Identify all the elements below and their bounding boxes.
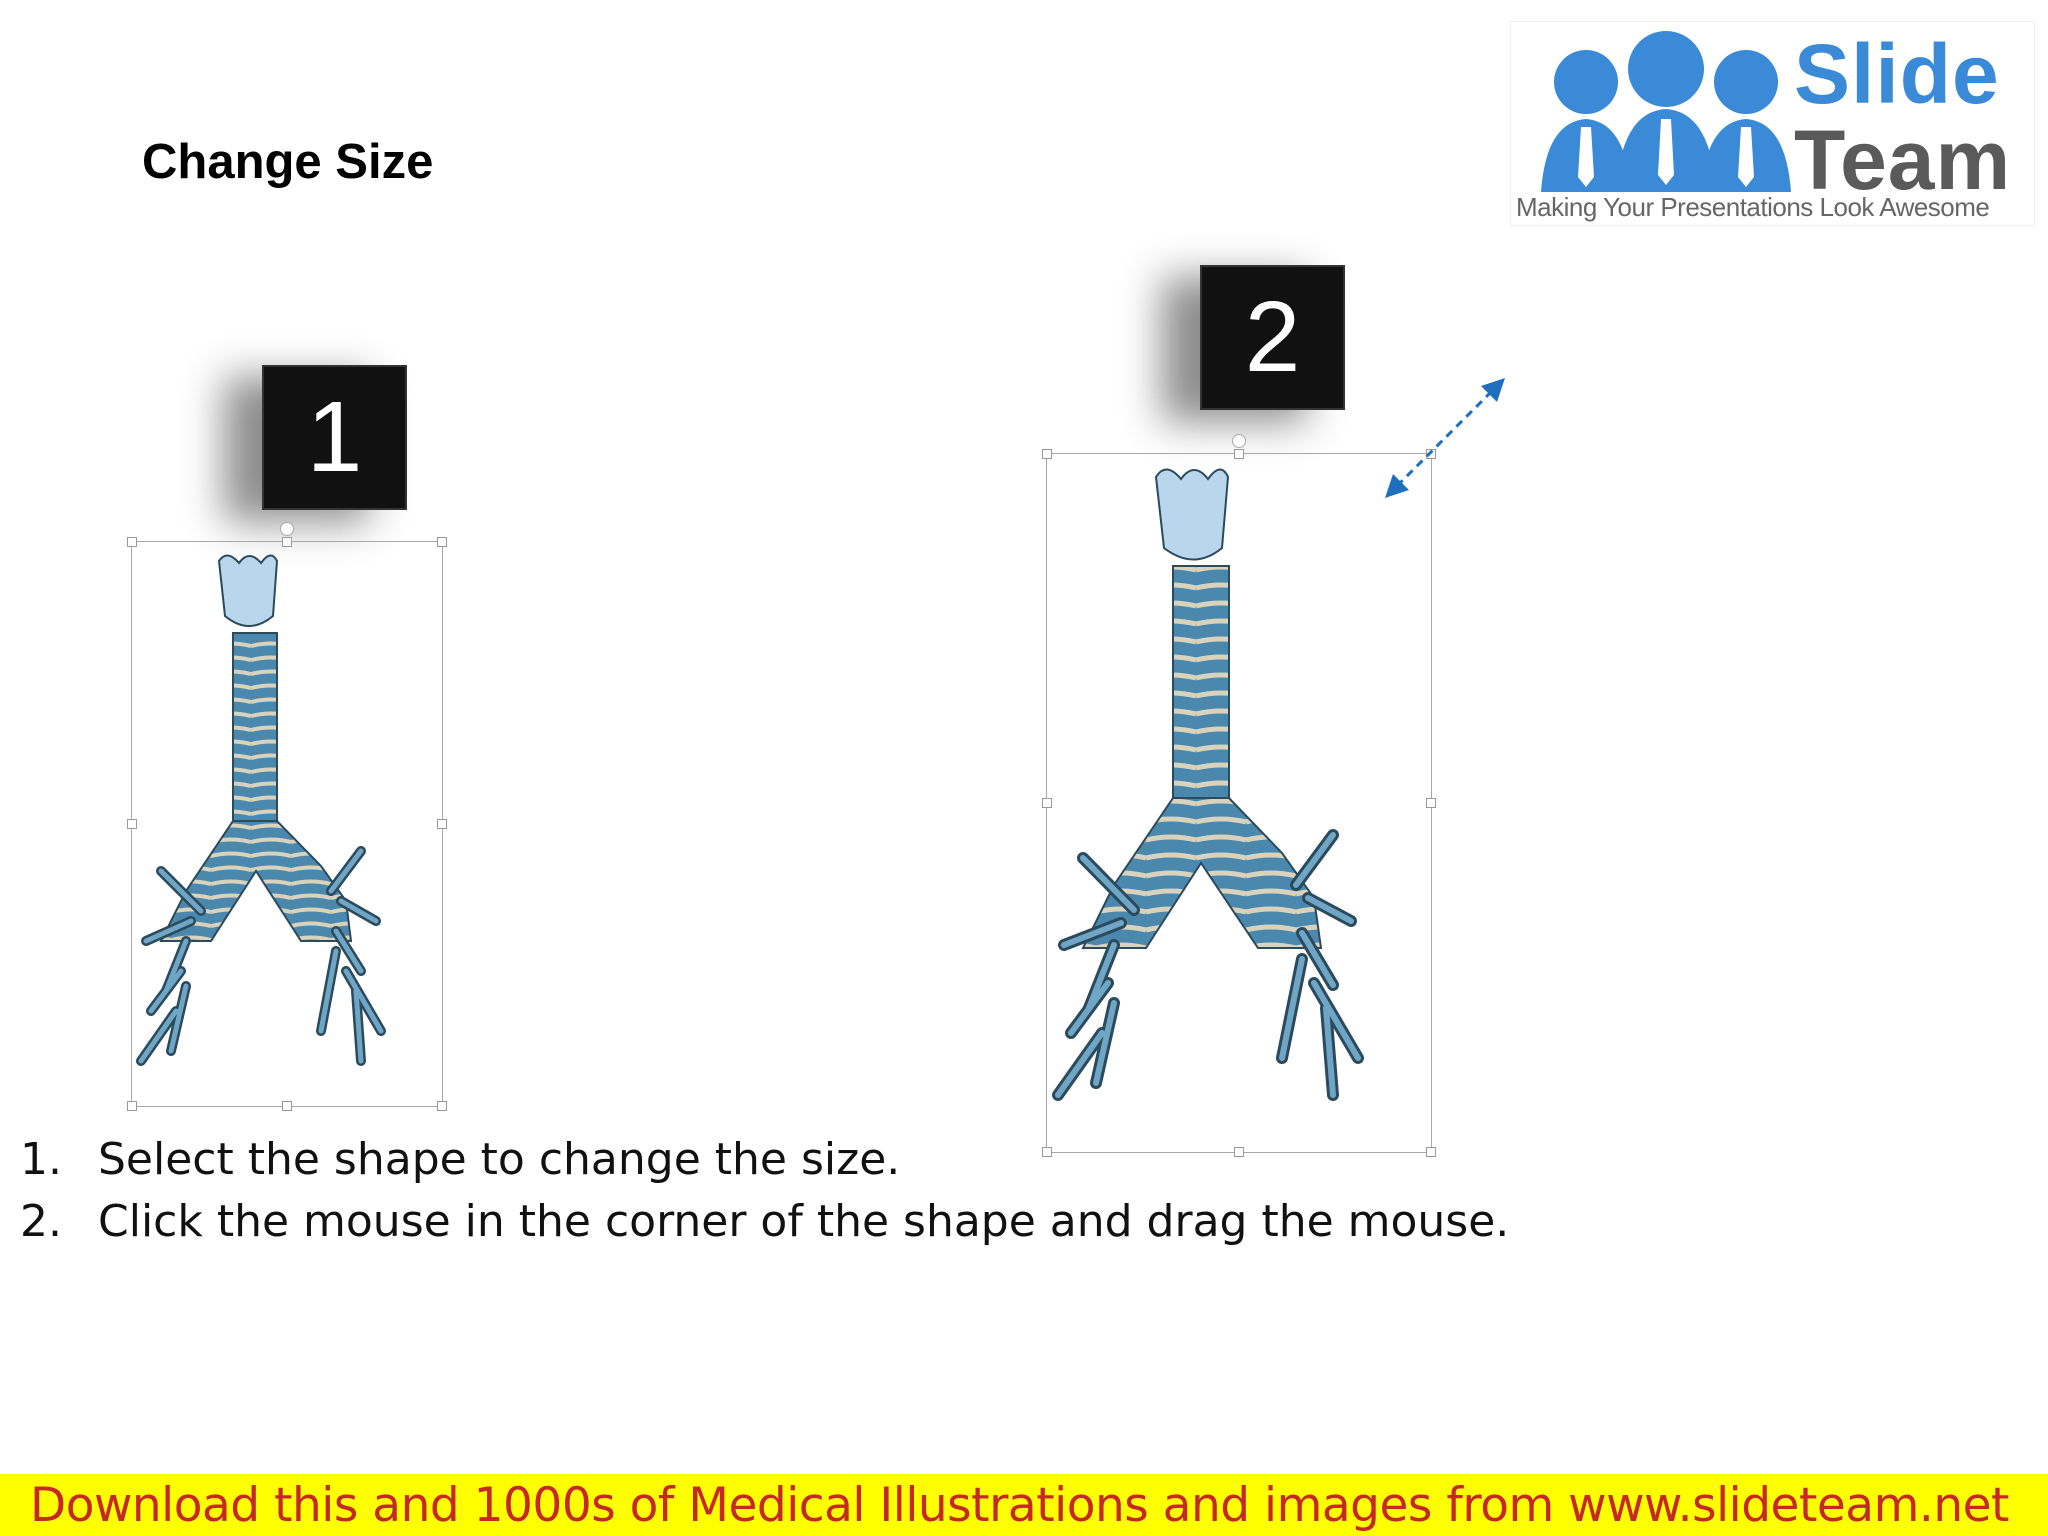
selection-frame-small[interactable] (127, 522, 447, 1111)
resize-handle-bottom[interactable] (1234, 1147, 1244, 1157)
resize-handle-top[interactable] (1234, 449, 1244, 459)
footer-banner[interactable]: Download this and 1000s of Medical Illus… (0, 1474, 2048, 1536)
instructions-list: 1. Select the shape to change the size. … (20, 1128, 1509, 1252)
resize-handle-top-left[interactable] (127, 537, 137, 547)
resize-handle-top-left[interactable] (1042, 449, 1052, 459)
resize-handle-bottom-left[interactable] (1042, 1147, 1052, 1157)
resize-handle-bottom-left[interactable] (127, 1101, 137, 1111)
resize-handle-bottom[interactable] (282, 1101, 292, 1111)
resize-handle-left[interactable] (127, 819, 137, 829)
trachea-illustration-small[interactable] (131, 541, 441, 1105)
rotate-handle[interactable] (280, 522, 294, 536)
rotate-handle[interactable] (1232, 434, 1246, 448)
trachea-illustration-large[interactable] (1046, 453, 1430, 1151)
resize-diagonal-arrow-icon (1385, 378, 1505, 498)
instruction-number: 1. (20, 1133, 62, 1185)
resize-handle-top-right[interactable] (437, 537, 447, 547)
instruction-text: Click the mouse in the corner of the sha… (98, 1195, 1510, 1247)
logo-word-team: Team (1794, 113, 2012, 207)
footer-text[interactable]: Download this and 1000s of Medical Illus… (30, 1477, 2009, 1533)
slideteam-logo: Slide Team Making Your Presentations Loo… (1511, 22, 2034, 225)
step-number-box-2: 2 (1200, 265, 1345, 410)
resize-handle-bottom-right[interactable] (1426, 1147, 1436, 1157)
resize-handle-bottom-right[interactable] (437, 1101, 447, 1111)
resize-handle-top[interactable] (282, 537, 292, 547)
selection-frame-large[interactable] (1042, 434, 1436, 1157)
resize-handle-left[interactable] (1042, 798, 1052, 808)
resize-handle-right[interactable] (437, 819, 447, 829)
slide-title: Change Size (142, 135, 434, 189)
people-group-icon (1541, 31, 1791, 192)
instruction-number: 2. (20, 1195, 62, 1247)
step-number-box-1: 1 (262, 365, 407, 510)
instruction-item: 2. Click the mouse in the corner of the … (20, 1190, 1509, 1252)
instruction-text: Select the shape to change the size. (98, 1133, 901, 1185)
logo-tagline: Making Your Presentations Look Awesome (1516, 192, 1990, 222)
logo-word-slide: Slide (1794, 27, 2000, 121)
instruction-item: 1. Select the shape to change the size. (20, 1128, 1509, 1190)
resize-handle-right[interactable] (1426, 798, 1436, 808)
